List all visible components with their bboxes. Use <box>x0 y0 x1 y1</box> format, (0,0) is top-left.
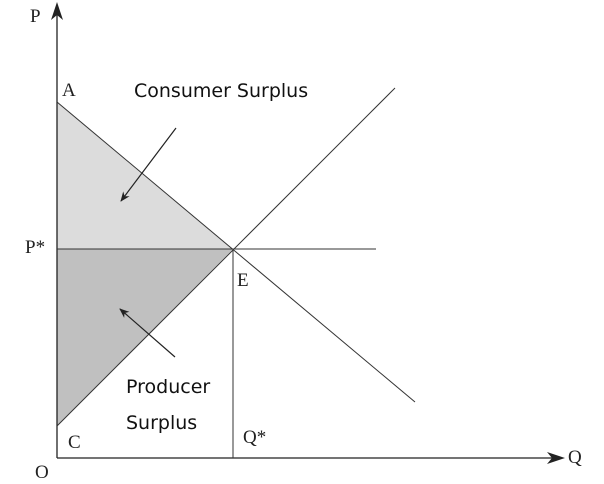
producer-surplus-label-line1: Producer <box>126 376 210 398</box>
p-star-label: P* <box>25 237 45 258</box>
consumer-surplus-arrow <box>120 127 177 202</box>
supply-curve <box>56 87 396 427</box>
point-a-label: A <box>62 80 76 101</box>
x-axis-arrowhead <box>547 452 565 464</box>
producer-surplus-label-line2: Surplus <box>126 412 197 434</box>
y-axis-label: P <box>30 6 41 27</box>
demand-curve <box>56 101 416 403</box>
origin-label: O <box>35 462 49 483</box>
consumer-surplus-label: Consumer Surplus <box>134 80 308 102</box>
x-axis-label: Q <box>568 447 582 468</box>
point-e-label: E <box>237 270 249 291</box>
producer-surplus-arrow <box>119 308 176 358</box>
y-axis-arrowhead <box>51 2 63 20</box>
point-c-label: C <box>68 432 81 453</box>
q-star-label: Q* <box>243 427 266 448</box>
